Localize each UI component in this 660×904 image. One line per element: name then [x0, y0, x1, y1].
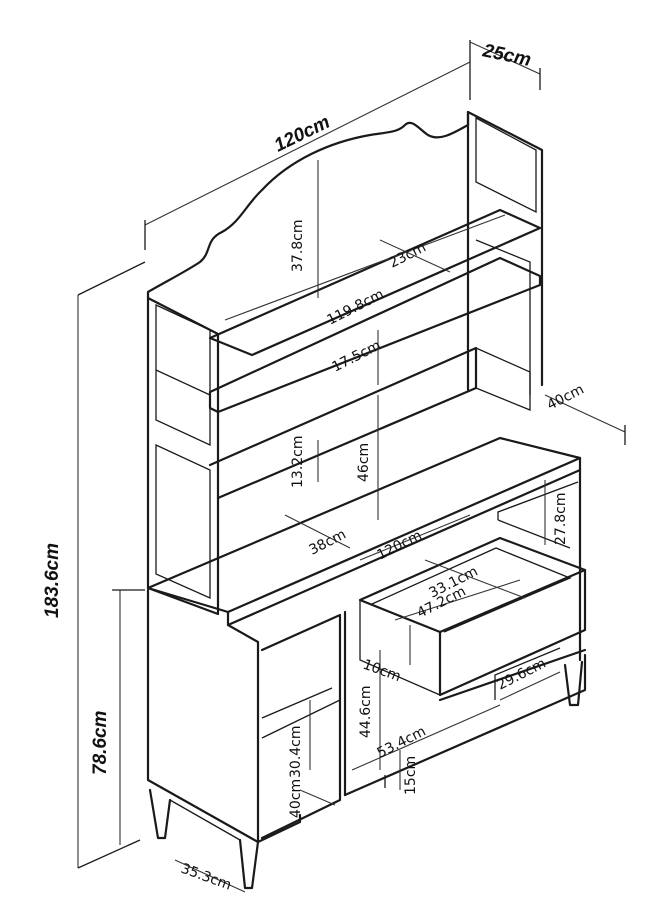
label-shelf-width: 119.8cm	[325, 286, 387, 328]
label-drawer-height: 10cm	[361, 657, 403, 685]
label-center-height: 44.6cm	[358, 685, 374, 738]
left-compartment	[260, 613, 342, 840]
label-left-compartment-depth: 40cm	[288, 779, 304, 818]
label-top-shelf-depth: 23cm	[387, 240, 429, 272]
dimension-lines	[77, 40, 626, 893]
label-lower-gap: 13.2cm	[290, 435, 306, 488]
label-base-depth: 35.3cm	[179, 861, 234, 894]
label-overall-width: 120cm	[271, 112, 333, 157]
label-counter-depth: 38cm	[307, 527, 349, 559]
drawer-front	[438, 568, 587, 697]
arched-back-panel	[146, 121, 470, 300]
label-overall-height: 183.6cm	[42, 543, 63, 618]
dimension-labels: 25cm 120cm 183.6cm 78.6cm 37.8cm 23cm 11…	[42, 40, 587, 894]
label-overall-depth: 25cm	[480, 40, 533, 71]
leg-front-right	[238, 838, 260, 890]
label-shelf-gap: 17.5cm	[330, 337, 384, 375]
label-hutch-height: 46cm	[356, 443, 372, 482]
middle-shelf	[208, 256, 542, 414]
lower-hutch-shelf	[208, 346, 478, 500]
label-arch-height: 37.8cm	[290, 219, 306, 272]
label-upper-side-depth: 40cm	[545, 382, 587, 414]
label-left-shelf-height: 30.4cm	[288, 725, 304, 778]
label-counter-width: 120cm	[375, 527, 425, 563]
leg-back-right	[563, 660, 584, 707]
top-shelf	[208, 208, 542, 357]
label-right-compartment-width: 29.6cm	[495, 655, 549, 693]
label-center-width: 53.4cm	[375, 723, 429, 761]
label-leg-height: 15cm	[403, 756, 419, 795]
cabinet-drawing	[146, 110, 587, 890]
label-right-shelf-height: 27.8cm	[553, 492, 569, 545]
label-base-height: 78.6cm	[90, 710, 111, 775]
leg-front-left	[148, 788, 172, 840]
